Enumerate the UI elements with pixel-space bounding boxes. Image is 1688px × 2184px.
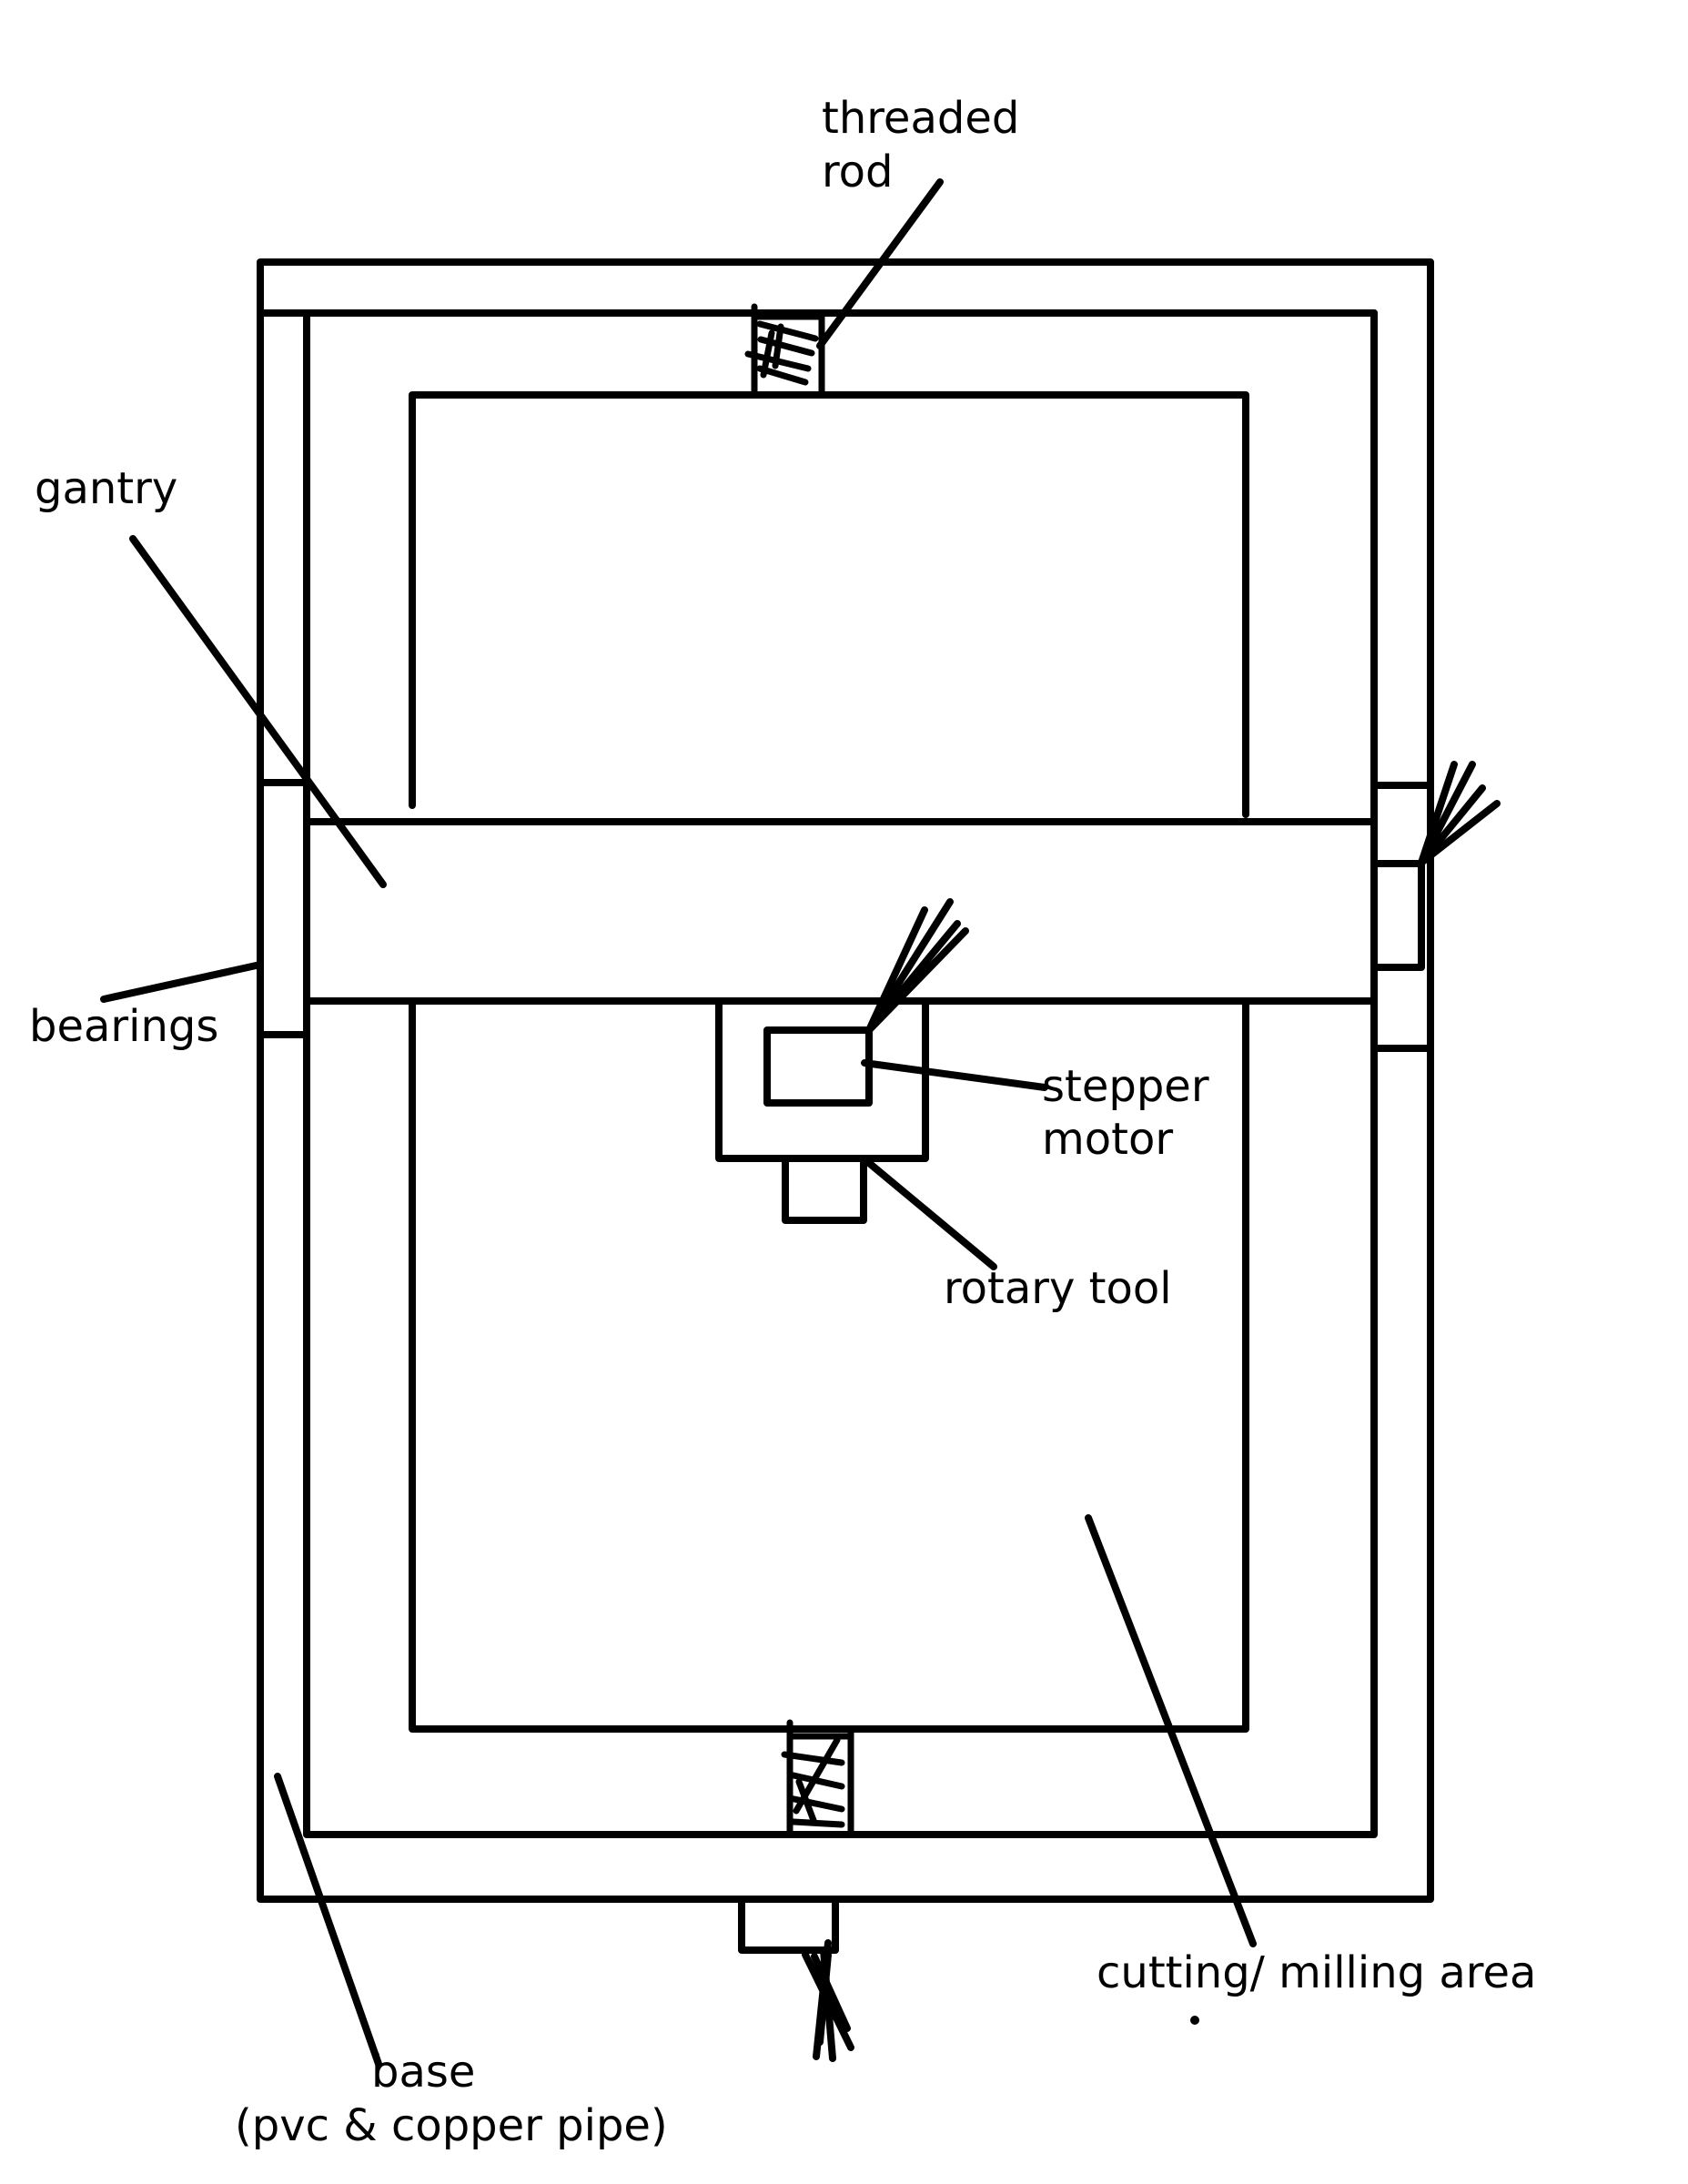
leader-lines (100, 178, 1257, 2068)
label-threaded-rod-line2: rod (822, 147, 894, 197)
cutting-area-lower (409, 997, 1249, 1733)
right-motor-wires (1418, 761, 1501, 866)
rod-bottom-hatch-6 (795, 1778, 818, 1826)
rod-top-hatch-2 (756, 320, 819, 342)
rail-frame (303, 309, 1378, 1838)
leader-gantry (129, 535, 387, 888)
bottom-wire-4 (811, 1953, 851, 2032)
stepper-motor-wires (865, 898, 969, 1034)
rod-top-hatch-6 (760, 329, 775, 379)
bottom-motor-box (738, 1896, 839, 1954)
leader-stepper-motor (861, 1059, 1048, 1091)
label-base-line1: base (371, 2047, 475, 2098)
rod-bottom-hatch-4 (790, 1818, 845, 1828)
bottom-wire-3 (802, 1951, 854, 2051)
label-base-line2: (pvc & copper pipe) (235, 2100, 668, 2151)
gantry (303, 818, 1378, 1005)
rod-bottom-hatch-2 (790, 1772, 845, 1790)
stepper-wire-4 (865, 927, 969, 1034)
bearing-right (1370, 782, 1434, 1052)
right-wire-2 (1418, 761, 1476, 866)
rail-frame-rect (303, 309, 1378, 1838)
bearing-right-outline (1370, 782, 1434, 1052)
label-rotary-tool: rotary tool (944, 1263, 1172, 1314)
label-threaded-rod-line1: threaded (822, 93, 1019, 144)
stepper-motor-box (763, 1026, 873, 1107)
threaded-rod-top (744, 303, 825, 399)
leader-threaded-rod (816, 178, 944, 349)
bearing-left (257, 779, 310, 1038)
rod-bottom-hatch-1 (781, 1751, 845, 1766)
cutting-area-upper (409, 391, 1249, 818)
cutting-area (409, 391, 1249, 1733)
bearing-left-rect (257, 779, 310, 1038)
carriage-body (715, 997, 929, 1162)
label-stepper-motor-line2: motor (1042, 1114, 1173, 1165)
stray-dot (1190, 2016, 1199, 2025)
leader-base (274, 1773, 382, 2068)
bottom-motor (738, 1896, 854, 2062)
labels: threaded rod gantry bearings stepper mot… (29, 93, 1536, 2151)
rod-bottom-hatch-3 (786, 1795, 845, 1813)
rod-top-hatch-7 (772, 323, 784, 369)
rotary-tool-box (782, 1155, 867, 1224)
right-wire-4 (1418, 800, 1501, 866)
leader-cutting-area (1085, 1514, 1257, 1947)
leader-bearings (100, 961, 264, 1003)
threaded-rod-bottom (781, 1719, 854, 1838)
leader-rotary-tool (860, 1155, 997, 1270)
base-outer-rect (257, 258, 1434, 1903)
label-gantry: gantry (35, 463, 177, 514)
bottom-wire-5 (816, 1951, 832, 2046)
label-stepper-motor-line1: stepper (1042, 1061, 1209, 1112)
base-frame (257, 258, 1434, 1903)
label-cutting-area: cutting/ milling area (1097, 1947, 1536, 1998)
label-bearings: bearings (29, 1001, 218, 1052)
bearing-right-motor (1370, 860, 1425, 971)
